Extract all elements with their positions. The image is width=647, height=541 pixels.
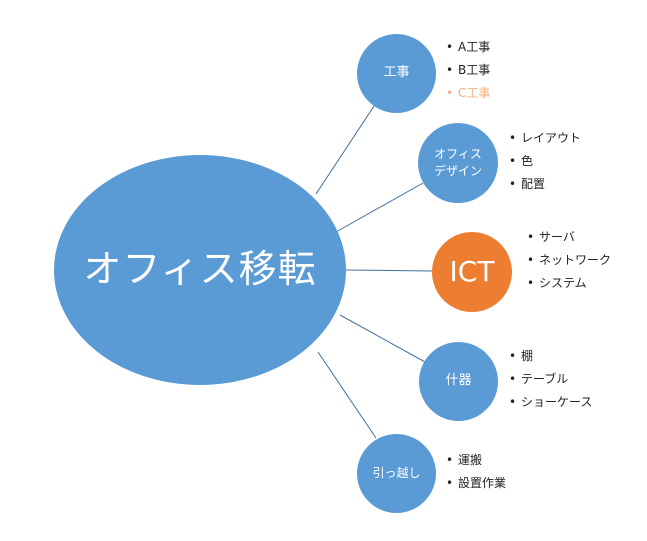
list-item-text: 運搬 — [458, 453, 483, 467]
list-item: •サーバ — [527, 230, 575, 244]
list-item-text: 棚 — [521, 349, 534, 363]
branch-label-koji: 工事 — [383, 65, 410, 81]
connector-office — [335, 182, 424, 233]
branch-node-koji[interactable]: 工事 — [357, 34, 436, 113]
list-item-text: C工事 — [458, 86, 491, 100]
branch-items-koji: •A工事 •B工事 •C工事 — [446, 36, 490, 105]
list-item-text: 色 — [521, 154, 534, 168]
list-item-text: A工事 — [458, 40, 491, 54]
connector-ict — [344, 269, 433, 272]
connector-hikkoshi — [317, 351, 377, 439]
list-item-text: システム — [539, 276, 587, 290]
center-label: オフィス移転 — [83, 247, 317, 292]
list-item: •色 — [509, 154, 534, 168]
list-item: •棚 — [509, 349, 534, 363]
list-item: •A工事 — [446, 40, 491, 54]
list-item-text: サーバ — [539, 230, 575, 244]
branch-node-juki[interactable]: 什器 — [419, 342, 498, 421]
branch-items-juki: •棚 •テーブル •ショーケース — [509, 345, 592, 414]
branch-node-hikkoshi[interactable]: 引っ越し — [357, 434, 436, 513]
branch-label-office-design: オフィス デザイン — [433, 146, 482, 178]
branch-items-hikkoshi: •運搬 •設置作業 — [446, 449, 506, 495]
branch-label-ict: ICT — [449, 254, 495, 288]
branch-label-juki: 什器 — [445, 373, 472, 389]
list-item: •システム — [527, 276, 587, 290]
connector-koji — [315, 102, 377, 195]
center-node[interactable]: オフィス移転 — [54, 155, 346, 385]
list-item: •ショーケース — [509, 395, 593, 409]
connector-juki — [339, 314, 426, 363]
list-item: •ネットワーク — [527, 253, 612, 267]
branch-node-ict[interactable]: ICT — [432, 232, 512, 312]
list-item-text: レイアウト — [521, 131, 582, 145]
list-item: •配置 — [509, 177, 546, 191]
list-item-text: 設置作業 — [458, 476, 507, 490]
list-item-text: ショーケース — [521, 395, 593, 409]
list-item: •運搬 — [446, 453, 483, 467]
branch-label-hikkoshi: 引っ越し — [372, 465, 421, 480]
list-item: •B工事 — [446, 63, 491, 77]
list-item: •C工事 — [446, 86, 491, 100]
list-item: •テーブル — [509, 372, 569, 386]
branch-node-office-design[interactable]: オフィス デザイン — [418, 123, 498, 203]
list-item: •レイアウト — [509, 131, 582, 145]
branch-items-office-design: •レイアウト •色 •配置 — [509, 127, 581, 196]
list-item: •設置作業 — [446, 476, 507, 490]
list-item-text: ネットワーク — [539, 253, 612, 267]
branch-items-ict: •サーバ •ネットワーク •システム — [527, 226, 611, 295]
list-item-text: 配置 — [521, 177, 546, 191]
list-item-text: テーブル — [521, 372, 569, 386]
list-item-text: B工事 — [458, 63, 491, 77]
